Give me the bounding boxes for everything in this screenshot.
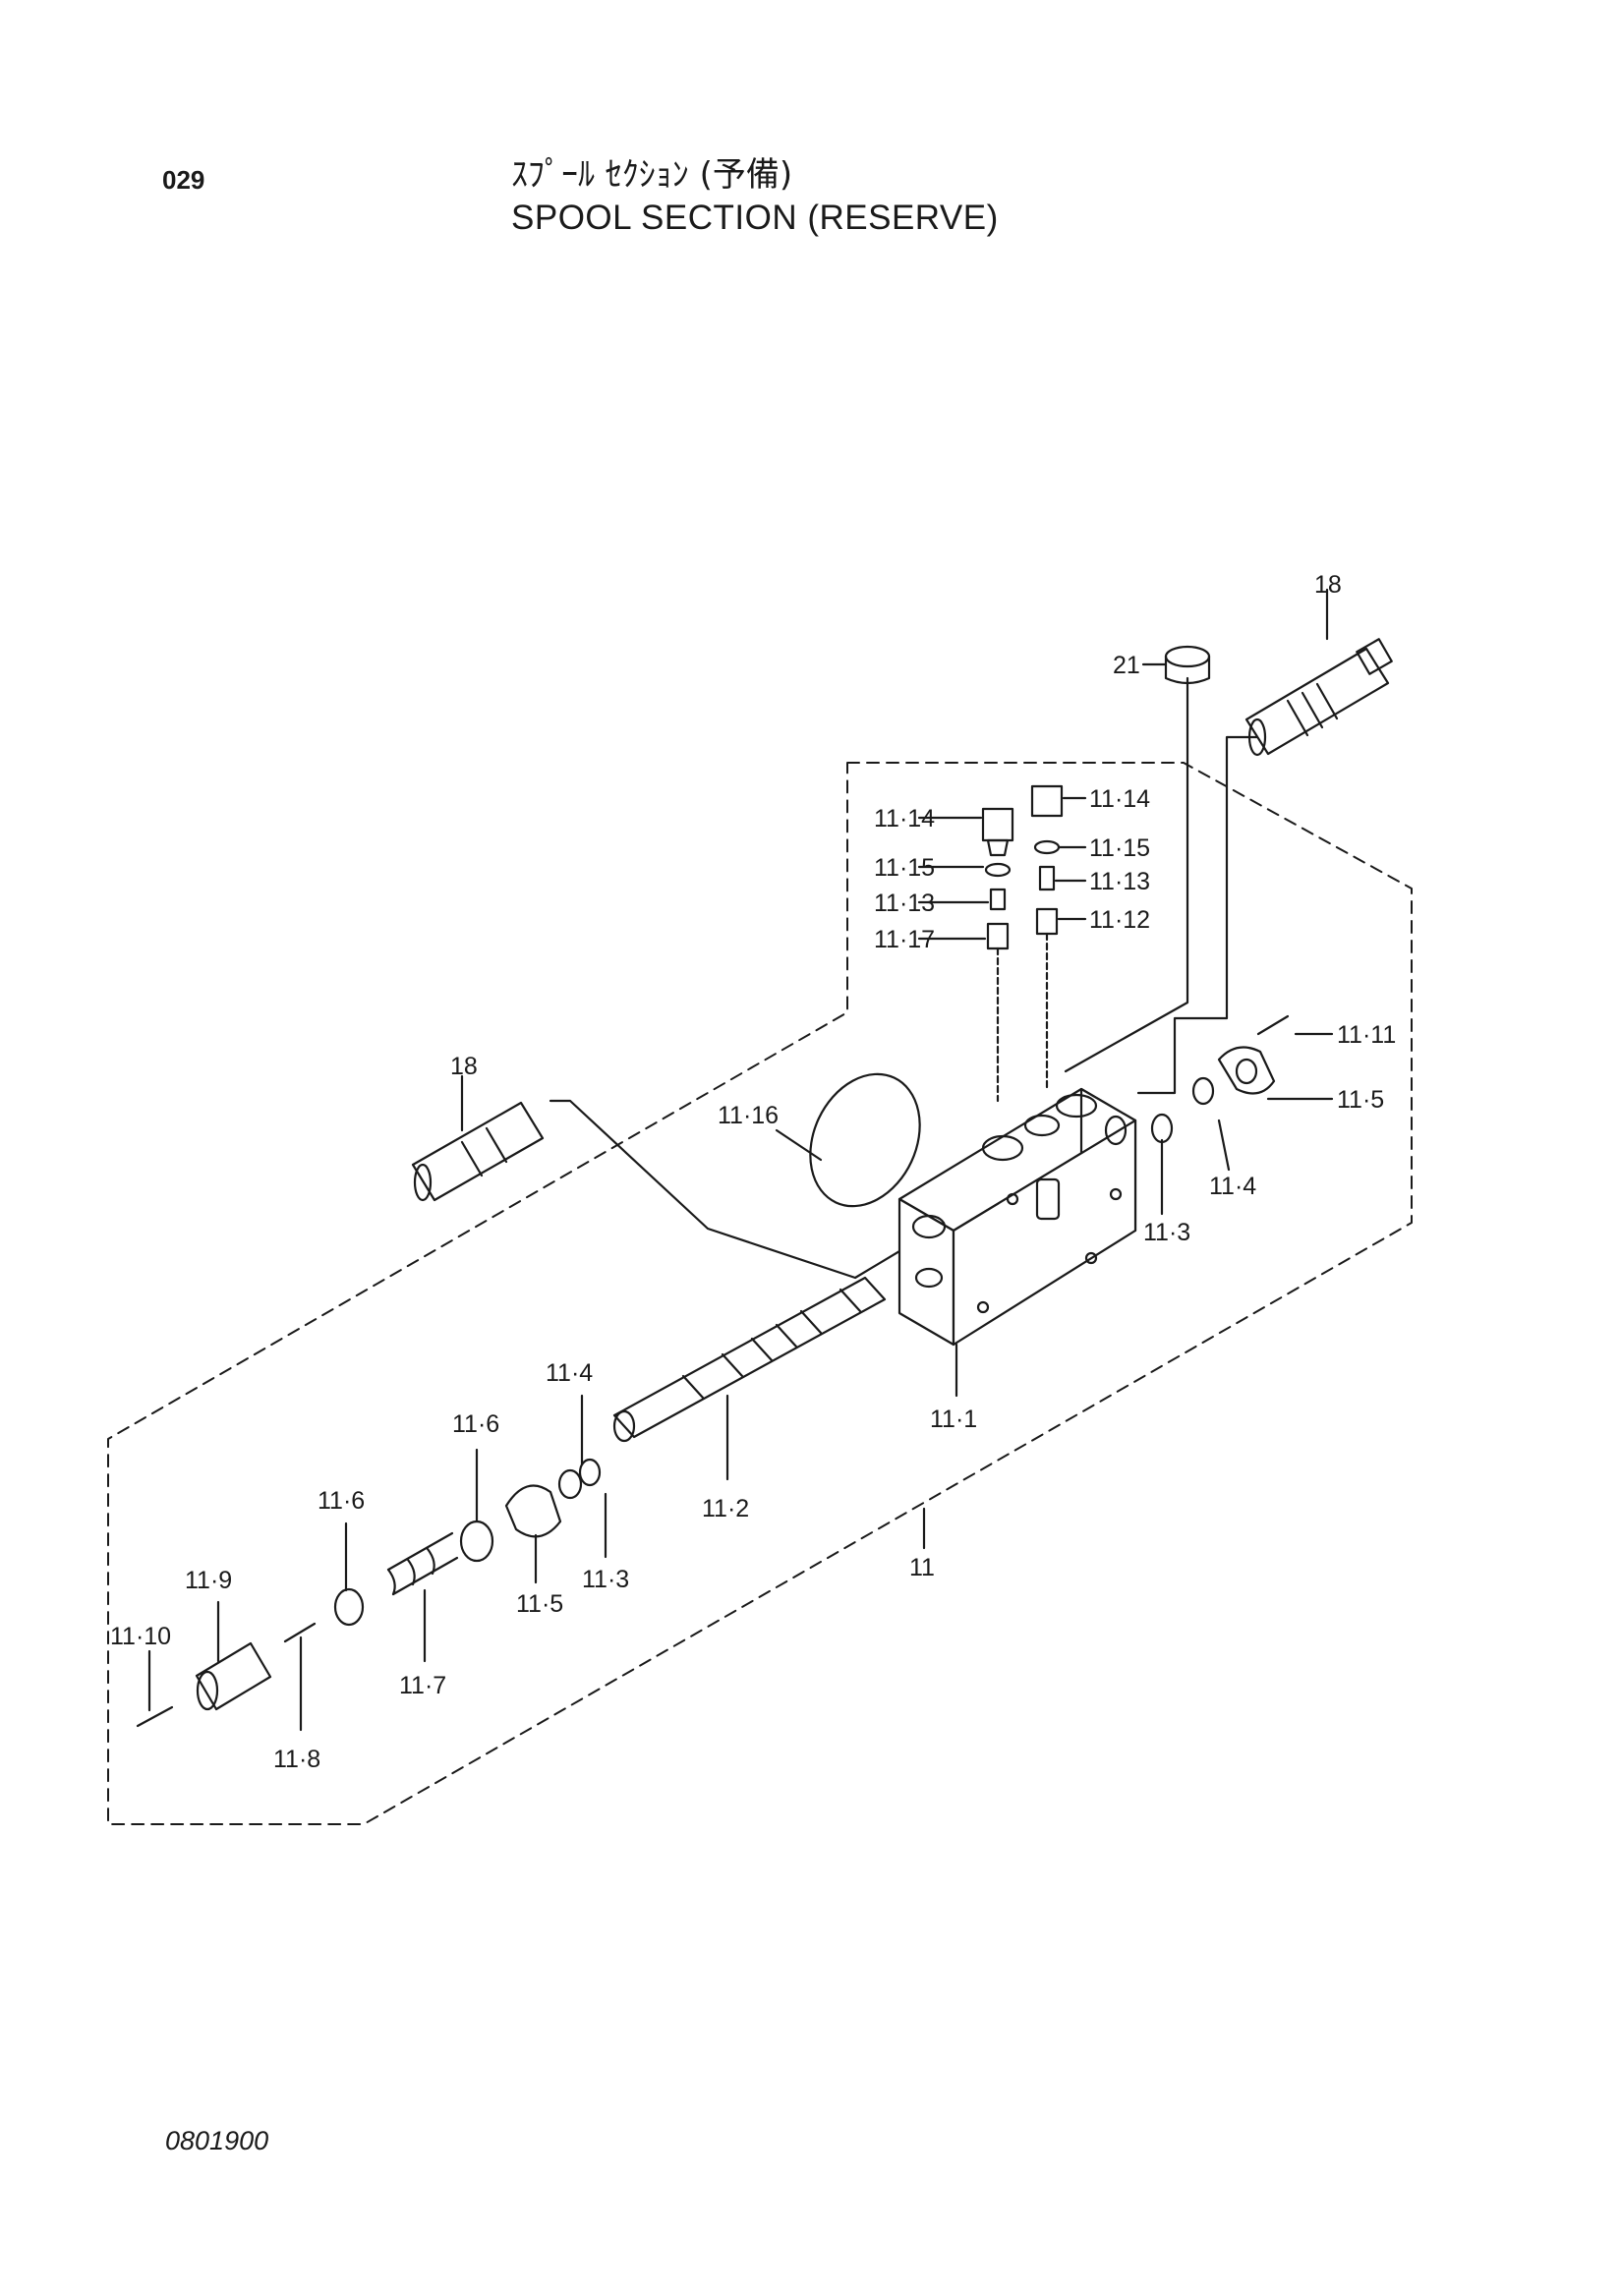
o-ring-11-16-icon — [809, 1072, 921, 1208]
callout-11-14-left: 11·14 — [874, 805, 935, 832]
callout-18-left: 18 — [450, 1053, 478, 1080]
relief-valve-right-icon — [1244, 638, 1393, 757]
relief-valve-left-icon — [411, 1101, 545, 1202]
callout-11-4-right: 11·4 — [1209, 1173, 1256, 1200]
callout-11-2: 11·2 — [702, 1495, 749, 1522]
plug-21-icon — [1164, 645, 1211, 685]
callout-11-3-right: 11·3 — [1143, 1219, 1190, 1246]
callout-11-14-right: 11·14 — [1089, 785, 1150, 813]
callout-11-9: 11·9 — [185, 1567, 232, 1594]
callout-11-4-left: 11·4 — [546, 1359, 593, 1387]
connector-plug-21 — [1064, 676, 1189, 1073]
fitting-stack-left-icon — [981, 807, 1014, 1103]
fitting-stack-right-icon — [1030, 784, 1064, 1093]
cover-right-icon — [1150, 1014, 1290, 1144]
callout-11-13-left: 11·13 — [874, 890, 935, 917]
connector-right-relief — [1136, 735, 1265, 1095]
title-japanese: ｽﾌﾟｰﾙ ｾｸｼｮﾝ (予備) — [511, 155, 793, 195]
callout-11-1: 11·1 — [930, 1406, 977, 1433]
callout-21: 21 — [1113, 652, 1140, 679]
callout-11-13-right: 11·13 — [1089, 868, 1150, 895]
document-code: 0801900 — [165, 2126, 269, 2155]
callout-11-8: 11·8 — [273, 1746, 320, 1773]
callout-11-11: 11·11 — [1337, 1021, 1396, 1049]
callout-11-15-left: 11·15 — [874, 854, 935, 882]
callout-18-right: 18 — [1314, 571, 1342, 599]
callout-11-10: 11·10 — [110, 1623, 171, 1650]
title-english: SPOOL SECTION (RESERVE) — [511, 199, 999, 237]
callout-11-7: 11·7 — [399, 1672, 446, 1699]
connector-left-relief — [549, 1099, 906, 1280]
page-number: 029 — [162, 165, 205, 195]
callout-11-5-left: 11·5 — [516, 1590, 563, 1618]
spring-cover-left-icon — [136, 1458, 602, 1728]
spool-icon — [612, 1276, 887, 1443]
callout-11-5-right: 11·5 — [1337, 1086, 1384, 1114]
callout-11-3-left: 11·3 — [582, 1566, 629, 1593]
callout-11-16: 11·16 — [718, 1102, 779, 1129]
callout-11-17: 11·17 — [874, 926, 935, 953]
callout-11-12: 11·12 — [1089, 906, 1150, 934]
assembly-boundary-11 — [107, 762, 1413, 1825]
callout-11-15-right: 11·15 — [1089, 834, 1150, 862]
callout-11: 11 — [909, 1554, 935, 1581]
callout-11-6-lower: 11·6 — [318, 1487, 365, 1515]
callout-11-6-upper: 11·6 — [452, 1410, 499, 1438]
valve-body-icon — [897, 1087, 1137, 1347]
